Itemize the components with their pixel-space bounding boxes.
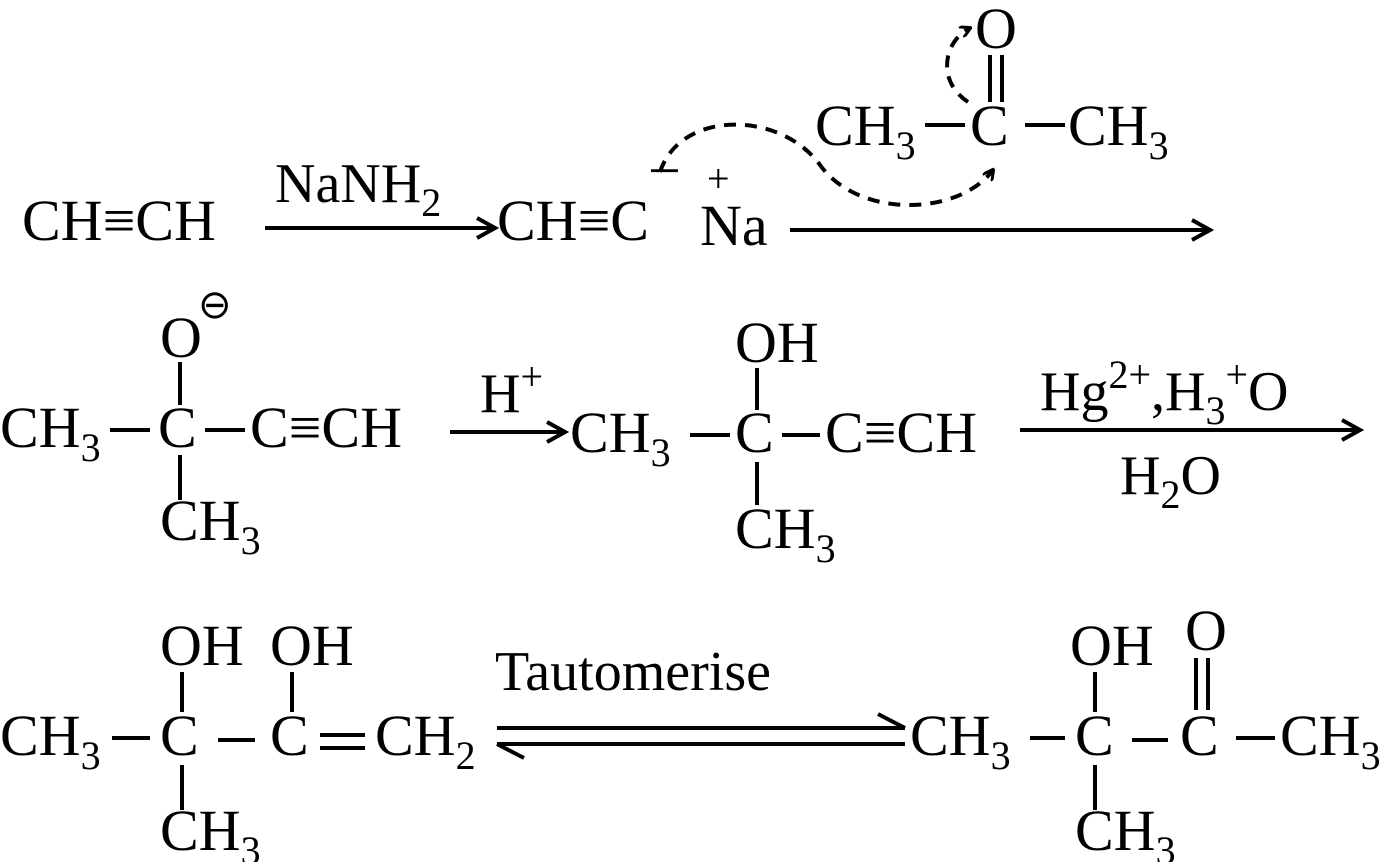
svg-text:CH3: CH3	[1075, 798, 1176, 862]
hydroxy-ketone: CH3 C C CH3 OH O CH3	[910, 598, 1381, 862]
svg-text:CH3: CH3	[0, 395, 101, 470]
electron-arrow-carbonyl	[945, 28, 970, 104]
svg-text:C: C	[1075, 703, 1114, 768]
reagent-proton: H+	[480, 354, 543, 425]
svg-text:C: C	[970, 93, 1009, 158]
svg-text:CH3: CH3	[160, 798, 261, 862]
sodium: Na	[700, 193, 768, 258]
svg-text:CH3: CH3	[0, 703, 101, 778]
svg-text:CH3: CH3	[910, 703, 1011, 778]
positive-charge: +	[707, 156, 730, 201]
svg-text:CH3: CH3	[570, 400, 671, 475]
svg-text:OH: OH	[1070, 613, 1154, 678]
svg-text:CH2: CH2	[375, 703, 476, 778]
svg-text:C: C	[158, 395, 197, 460]
alkoxide-intermediate: CH3 C C≡CH O ⊖ CH3	[0, 282, 402, 563]
svg-text:C: C	[270, 703, 309, 768]
acetone: CH3 C CH3 O	[815, 0, 1169, 168]
reagent-mercury-acid: Hg2+,H3+O	[1040, 352, 1288, 433]
svg-text:C: C	[735, 400, 774, 465]
svg-text:CH3: CH3	[1280, 703, 1381, 778]
svg-text:OH: OH	[160, 613, 244, 678]
svg-text:⊖: ⊖	[198, 282, 232, 327]
acetylene: CH≡CH	[22, 188, 216, 253]
svg-text:CH3: CH3	[735, 496, 836, 571]
electron-arrow-attack	[658, 122, 993, 207]
tautomerise-label: Tautomerise	[495, 641, 771, 703]
svg-text:O: O	[975, 0, 1017, 61]
enol: CH3 C C CH2 OH OH CH3	[0, 613, 476, 862]
reagent-water: H2O	[1120, 445, 1221, 517]
svg-text:C≡CH: C≡CH	[825, 400, 977, 465]
svg-text:OH: OH	[270, 613, 354, 678]
svg-text:C≡CH: C≡CH	[250, 395, 402, 460]
svg-text:C: C	[160, 703, 199, 768]
svg-text:OH: OH	[735, 310, 819, 375]
svg-text:CH3: CH3	[160, 488, 261, 563]
svg-text:O: O	[1185, 598, 1227, 663]
svg-text:O: O	[160, 305, 202, 370]
svg-text:CH3: CH3	[815, 93, 916, 168]
equilibrium-arrows	[496, 712, 906, 760]
svg-text:C: C	[1180, 703, 1219, 768]
acetylide: CH≡C	[497, 188, 649, 253]
svg-text:CH3: CH3	[1068, 93, 1169, 168]
propargyl-alcohol: CH3 C C≡CH OH CH3	[570, 310, 977, 571]
reagent-nanh2: NaNH2	[275, 153, 441, 225]
